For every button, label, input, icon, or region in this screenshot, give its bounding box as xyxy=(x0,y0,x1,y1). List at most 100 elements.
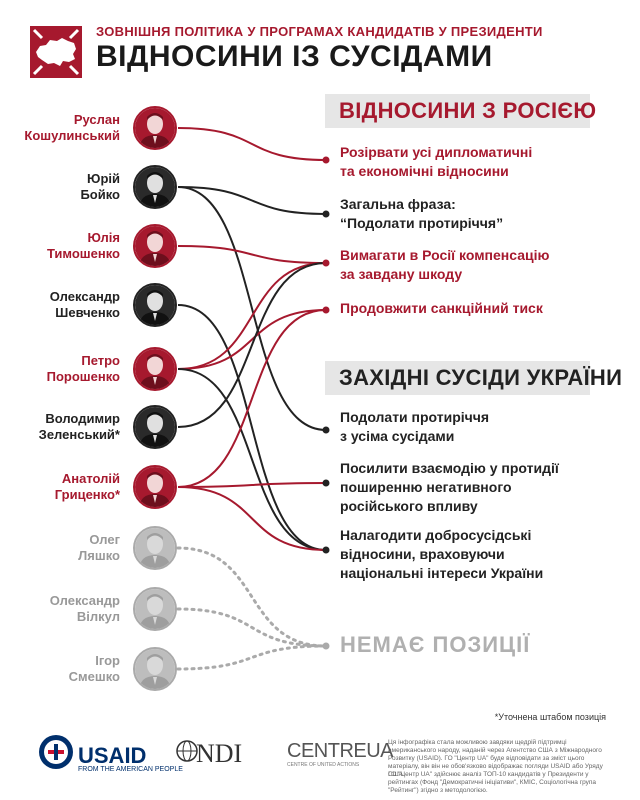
portrait-icon xyxy=(135,349,175,389)
position-line: Розірвати усі дипломатичні xyxy=(340,144,533,160)
connection-line xyxy=(177,186,327,215)
candidate-name-line1: Олег xyxy=(89,532,120,547)
candidate-avatar xyxy=(133,647,177,691)
ukraine-map-icon xyxy=(30,26,82,78)
page-title: ВІДНОСИНИ ІЗ СУСІДАМИ xyxy=(96,40,493,73)
connection-end-dot xyxy=(322,546,330,554)
candidate-name-line1: Володимир xyxy=(45,411,120,426)
portrait-icon xyxy=(135,528,175,568)
connection-line xyxy=(177,368,327,551)
candidate-avatar xyxy=(133,283,177,327)
centreua-logo-text: CENTREUA xyxy=(287,740,394,762)
position-line: та економічні відносини xyxy=(340,163,509,179)
no-position-label: НЕМАЄ ПОЗИЦІЇ xyxy=(340,632,531,657)
header-subtitle: ЗОВНІШНЯ ПОЛІТИКА У ПРОГРАМАХ КАНДИДАТІВ… xyxy=(96,24,543,39)
ndi-globe-icon xyxy=(176,740,198,762)
position-line: поширенню негативного xyxy=(340,479,512,495)
connection-end-dot xyxy=(322,306,330,314)
disclaimer-method: ГО "Центр UA" здійснює аналіз ТОП-10 кан… xyxy=(388,771,597,794)
candidate-avatar xyxy=(133,106,177,150)
connection-line xyxy=(177,262,327,370)
candidate-name-line2: Кошулинський xyxy=(24,128,120,143)
portrait-icon xyxy=(135,108,175,148)
connection-end-dot xyxy=(322,156,330,164)
position-line: Продовжити санкційний тиск xyxy=(340,300,543,316)
section-west-label: ЗАХІДНІ СУСІДИ УКРАЇНИ xyxy=(339,365,623,390)
position-line: російського впливу xyxy=(340,498,478,514)
connection-line xyxy=(176,607,328,648)
candidate-avatar xyxy=(133,165,177,209)
candidate-name-line1: Олександр xyxy=(49,289,120,304)
position-item: Продовжити санкційний тиск xyxy=(340,299,543,318)
position-item: Посилити взаємодію у протидії поширенню н… xyxy=(340,459,559,516)
usaid-logo-text: USAID xyxy=(78,743,147,768)
portrait-icon xyxy=(135,285,175,325)
ndi-logo-text: NDI xyxy=(196,739,243,768)
portrait-icon xyxy=(135,226,175,266)
candidate-name-line1: Руслан xyxy=(73,112,120,127)
position-line: відносини, враховуючи xyxy=(340,546,505,562)
position-line: Подолати протиріччя xyxy=(340,409,490,425)
portrait-icon xyxy=(135,167,175,207)
candidate-avatar xyxy=(133,347,177,391)
candidate-avatar xyxy=(133,526,177,570)
section-west: ЗАХІДНІ СУСІДИ УКРАЇНИ xyxy=(325,361,622,395)
disclaimer-usaid: Ця інфографіка стала можливою завдяки ще… xyxy=(388,739,603,778)
portrait-icon xyxy=(135,649,175,689)
section-russia: ВІДНОСИНИ З РОСІЄЮ xyxy=(325,94,596,128)
connection-line xyxy=(176,546,328,648)
position-line: Загальна фраза: xyxy=(340,196,456,212)
candidate-name-line1: Анатолій xyxy=(61,471,120,486)
connection-end-dot xyxy=(322,259,330,267)
portrait-icon xyxy=(135,467,175,507)
connection-end-dot xyxy=(322,479,330,487)
position-line: національні інтереси України xyxy=(340,565,544,581)
position-line: “Подолати протиріччя” xyxy=(340,215,504,231)
portrait-icon xyxy=(135,407,175,447)
candidate-name-line1: Ігор xyxy=(95,653,120,668)
candidate-avatar xyxy=(133,224,177,268)
connection-line xyxy=(177,127,327,161)
header-logo xyxy=(30,26,82,78)
candidate-avatar xyxy=(133,587,177,631)
centreua-tagline: CENTRE OF UNITED ACTIONS xyxy=(287,762,360,768)
usaid-tagline: FROM THE AMERICAN PEOPLE xyxy=(78,766,183,773)
position-line: Налагодити добросусідські xyxy=(340,527,532,543)
candidate-name-line2: Гриценко* xyxy=(54,487,120,502)
connection-line xyxy=(177,304,327,551)
position-line: з усіма сусідами xyxy=(340,428,455,444)
candidate-name-line2: Зеленський* xyxy=(38,427,120,442)
usaid-seal-icon xyxy=(39,735,73,769)
candidate-name-line1: Юлія xyxy=(87,230,120,245)
connection-end-dot xyxy=(322,642,330,650)
portrait-icon xyxy=(135,589,175,629)
position-line: за завдану шкоду xyxy=(340,266,463,282)
candidate-name-line2: Ляшко xyxy=(78,548,120,563)
position-item: Вимагати в Росії компенсацію за завдану ш… xyxy=(340,246,549,284)
connection-end-dot xyxy=(322,426,330,434)
candidate-name-line2: Тимошенко xyxy=(46,246,120,261)
candidate-name-line2: Смешко xyxy=(68,669,120,684)
connection-line xyxy=(177,309,327,488)
connection-line xyxy=(176,644,328,671)
candidate-avatar xyxy=(133,405,177,449)
candidate-avatar xyxy=(133,465,177,509)
position-line: Вимагати в Росії компенсацію xyxy=(340,247,550,263)
position-line: Посилити взаємодію у протидії xyxy=(340,460,559,476)
connection-line xyxy=(177,486,327,551)
section-russia-label: ВІДНОСИНИ З РОСІЄЮ xyxy=(339,98,597,123)
candidate-name-line1: Олександр xyxy=(49,593,120,608)
connection-line xyxy=(177,309,327,370)
connection-end-dot xyxy=(322,210,330,218)
connection-line xyxy=(177,245,327,264)
connection-line xyxy=(177,262,327,428)
